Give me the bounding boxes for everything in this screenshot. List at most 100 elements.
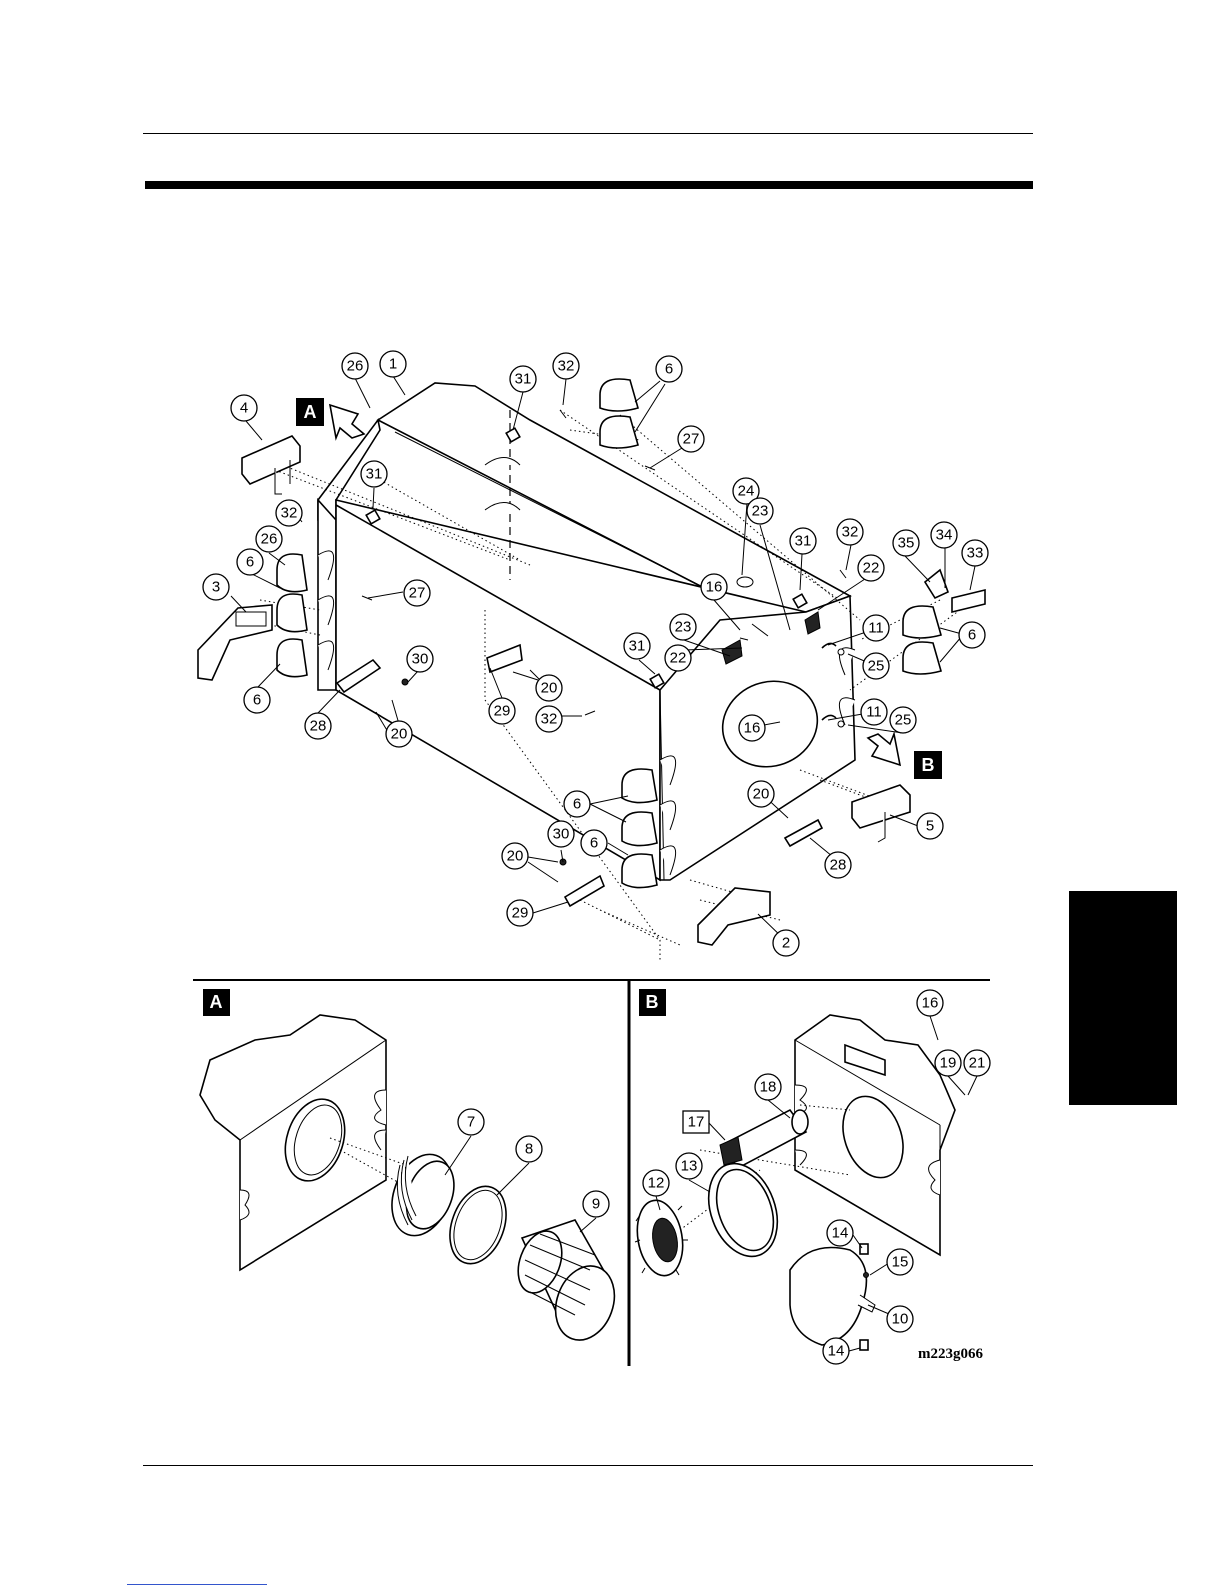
- callout-6: 6: [959, 622, 985, 648]
- callout-10: 10: [887, 1306, 913, 1332]
- svg-text:1: 1: [389, 356, 397, 373]
- part-3-handle: [198, 605, 272, 680]
- callout-23: 23: [670, 614, 696, 640]
- svg-text:30: 30: [553, 826, 570, 843]
- callout-6: 6: [564, 791, 590, 817]
- svg-text:33: 33: [967, 545, 984, 562]
- callout-30: 30: [407, 646, 433, 672]
- svg-text:25: 25: [868, 658, 885, 675]
- svg-text:A: A: [304, 402, 317, 422]
- callout-14: 14: [827, 1220, 853, 1246]
- svg-text:27: 27: [409, 585, 426, 602]
- callout-29: 29: [489, 698, 515, 724]
- svg-text:20: 20: [541, 680, 558, 697]
- svg-text:8: 8: [525, 1141, 533, 1158]
- view-label-a-main: A: [296, 398, 324, 426]
- svg-text:32: 32: [558, 358, 575, 375]
- svg-text:24: 24: [738, 483, 755, 500]
- view-arrow-a: [330, 405, 364, 438]
- callout-25: 25: [890, 707, 916, 733]
- svg-text:B: B: [646, 992, 659, 1012]
- svg-text:20: 20: [507, 848, 524, 865]
- svg-text:6: 6: [253, 692, 261, 709]
- part-6-clips-lower: [622, 769, 657, 888]
- callout-25: 25: [863, 653, 889, 679]
- view-arrow-b: [868, 734, 900, 765]
- callout-32: 32: [553, 353, 579, 379]
- callout-33: 33: [962, 540, 988, 566]
- svg-text:16: 16: [706, 579, 723, 596]
- callout-4: 4: [231, 395, 257, 421]
- svg-text:3: 3: [212, 579, 220, 596]
- part-4-bracket: [242, 436, 300, 494]
- callout-27: 27: [678, 426, 704, 452]
- svg-text:28: 28: [830, 857, 847, 874]
- callout-6: 6: [581, 830, 607, 856]
- callout-7: 7: [458, 1109, 484, 1135]
- callout-2: 2: [773, 930, 799, 956]
- callout-27: 27: [404, 580, 430, 606]
- callout-22: 22: [858, 555, 884, 581]
- part-6-clips-left: [277, 554, 307, 677]
- callout-11: 11: [863, 615, 889, 641]
- svg-text:35: 35: [898, 535, 915, 552]
- svg-text:21: 21: [969, 1055, 986, 1072]
- callout-16: 16: [739, 715, 765, 741]
- svg-text:6: 6: [590, 835, 598, 852]
- svg-text:20: 20: [753, 786, 770, 803]
- svg-text:9: 9: [592, 1196, 600, 1213]
- callout-8: 8: [516, 1136, 542, 1162]
- callout-9: 9: [583, 1191, 609, 1217]
- svg-text:20: 20: [391, 726, 408, 743]
- svg-text:32: 32: [842, 524, 859, 541]
- svg-text:32: 32: [541, 711, 558, 728]
- callout-20: 20: [748, 781, 774, 807]
- callout-5: 5: [917, 813, 943, 839]
- detail-a-end-plate: [200, 1015, 430, 1270]
- svg-text:30: 30: [412, 651, 429, 668]
- svg-text:18: 18: [760, 1079, 777, 1096]
- callout-6: 6: [656, 356, 682, 382]
- callout-28: 28: [305, 713, 331, 739]
- callout-15: 15: [887, 1249, 913, 1275]
- svg-text:A: A: [210, 992, 223, 1012]
- svg-text:32: 32: [281, 505, 298, 522]
- svg-text:25: 25: [895, 712, 912, 729]
- svg-text:23: 23: [675, 619, 692, 636]
- callout-1: 1: [380, 351, 406, 377]
- view-label-b-detail: B: [639, 989, 666, 1016]
- drawing-id: m223g066: [918, 1346, 983, 1362]
- svg-text:11: 11: [868, 620, 884, 637]
- svg-text:11: 11: [866, 704, 882, 721]
- callout-29: 29: [507, 900, 533, 926]
- svg-text:10: 10: [892, 1311, 909, 1328]
- svg-text:2: 2: [782, 935, 790, 952]
- svg-text:17: 17: [688, 1114, 705, 1131]
- callout-31: 31: [790, 528, 816, 554]
- part-2-handle: [698, 888, 770, 945]
- svg-text:B: B: [922, 755, 935, 775]
- callout-32: 32: [276, 500, 302, 526]
- svg-text:34: 34: [936, 527, 953, 544]
- callout-35: 35: [893, 530, 919, 556]
- svg-text:6: 6: [246, 554, 254, 571]
- svg-text:6: 6: [665, 361, 673, 378]
- callout-19: 19: [935, 1050, 961, 1076]
- callout-28: 28: [825, 852, 851, 878]
- callout-20: 20: [502, 843, 528, 869]
- svg-text:5: 5: [926, 818, 934, 835]
- part-9-cover: [510, 1220, 624, 1348]
- svg-text:31: 31: [795, 533, 812, 550]
- svg-text:16: 16: [922, 995, 939, 1012]
- svg-text:28: 28: [310, 718, 327, 735]
- view-label-b-main: B: [914, 751, 942, 779]
- callout-20: 20: [536, 675, 562, 701]
- callout-14: 14: [823, 1338, 849, 1364]
- callout-21: 21: [964, 1050, 990, 1076]
- svg-text:7: 7: [467, 1114, 475, 1131]
- svg-text:23: 23: [752, 503, 769, 520]
- callout-12: 12: [643, 1170, 669, 1196]
- svg-text:6: 6: [573, 796, 581, 813]
- callout-26: 26: [342, 353, 368, 379]
